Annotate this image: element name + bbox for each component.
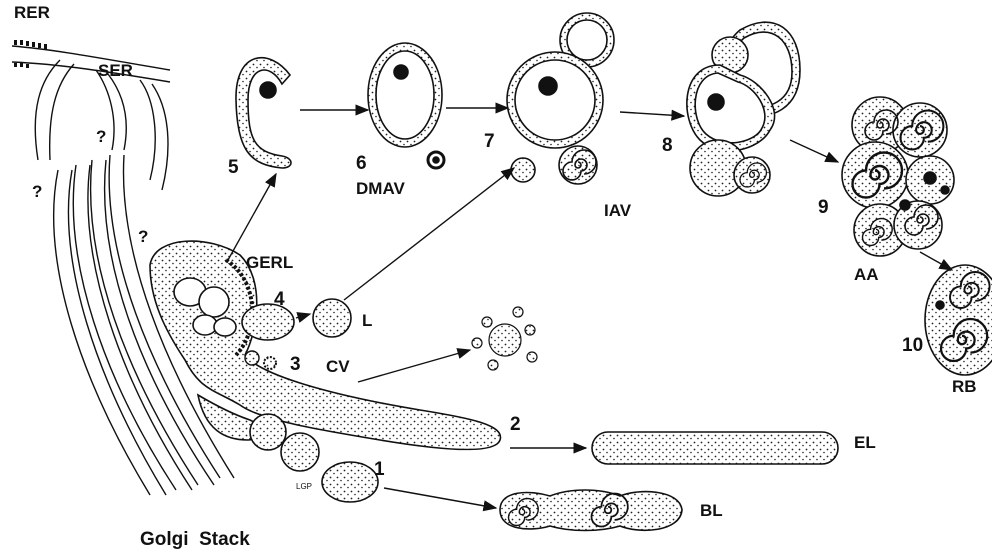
stage-5-vesicle (236, 58, 291, 168)
primary-lysosome (313, 299, 351, 337)
beaded-lysosome (500, 490, 682, 531)
step-2: 2 (510, 415, 521, 434)
stage-6-dmav (368, 43, 444, 168)
ser-label: SER (98, 62, 133, 79)
el-label: EL (854, 434, 876, 451)
stage-8-autophagic-vacuole (687, 22, 800, 196)
stage-7-autophagic-vacuole (507, 13, 614, 184)
question-mark-1: ? (96, 128, 106, 145)
rb-label: RB (952, 378, 977, 395)
aa-label: AA (854, 266, 879, 283)
step-9: 9 (818, 198, 829, 217)
gerl-label: GERL (246, 254, 293, 271)
bl-label: BL (700, 502, 723, 519)
step-10: 10 (902, 336, 923, 355)
rer-label: RER (14, 4, 50, 21)
coated-vesicle-cluster (472, 307, 537, 370)
lgp-label: LGP (296, 483, 312, 491)
step-1: 1 (374, 460, 385, 479)
elongated-lysosome (592, 432, 838, 464)
lysosome-label: L (362, 312, 372, 329)
stage-10-residual-body (925, 265, 992, 375)
step-4: 4 (274, 290, 285, 309)
step-5: 5 (228, 158, 239, 177)
step-7: 7 (484, 132, 495, 151)
iav-label: IAV (604, 202, 631, 219)
question-mark-2: ? (32, 183, 42, 200)
dmav-label: DMAV (356, 180, 405, 197)
step-3: 3 (290, 355, 301, 374)
golgi-stack-label: Golgi Stack (140, 530, 250, 549)
step-6: 6 (356, 154, 367, 173)
step-8: 8 (662, 136, 673, 155)
question-mark-3: ? (138, 228, 148, 245)
stage-9-autolysosome-cluster (842, 97, 954, 256)
cv-label: CV (326, 358, 350, 375)
